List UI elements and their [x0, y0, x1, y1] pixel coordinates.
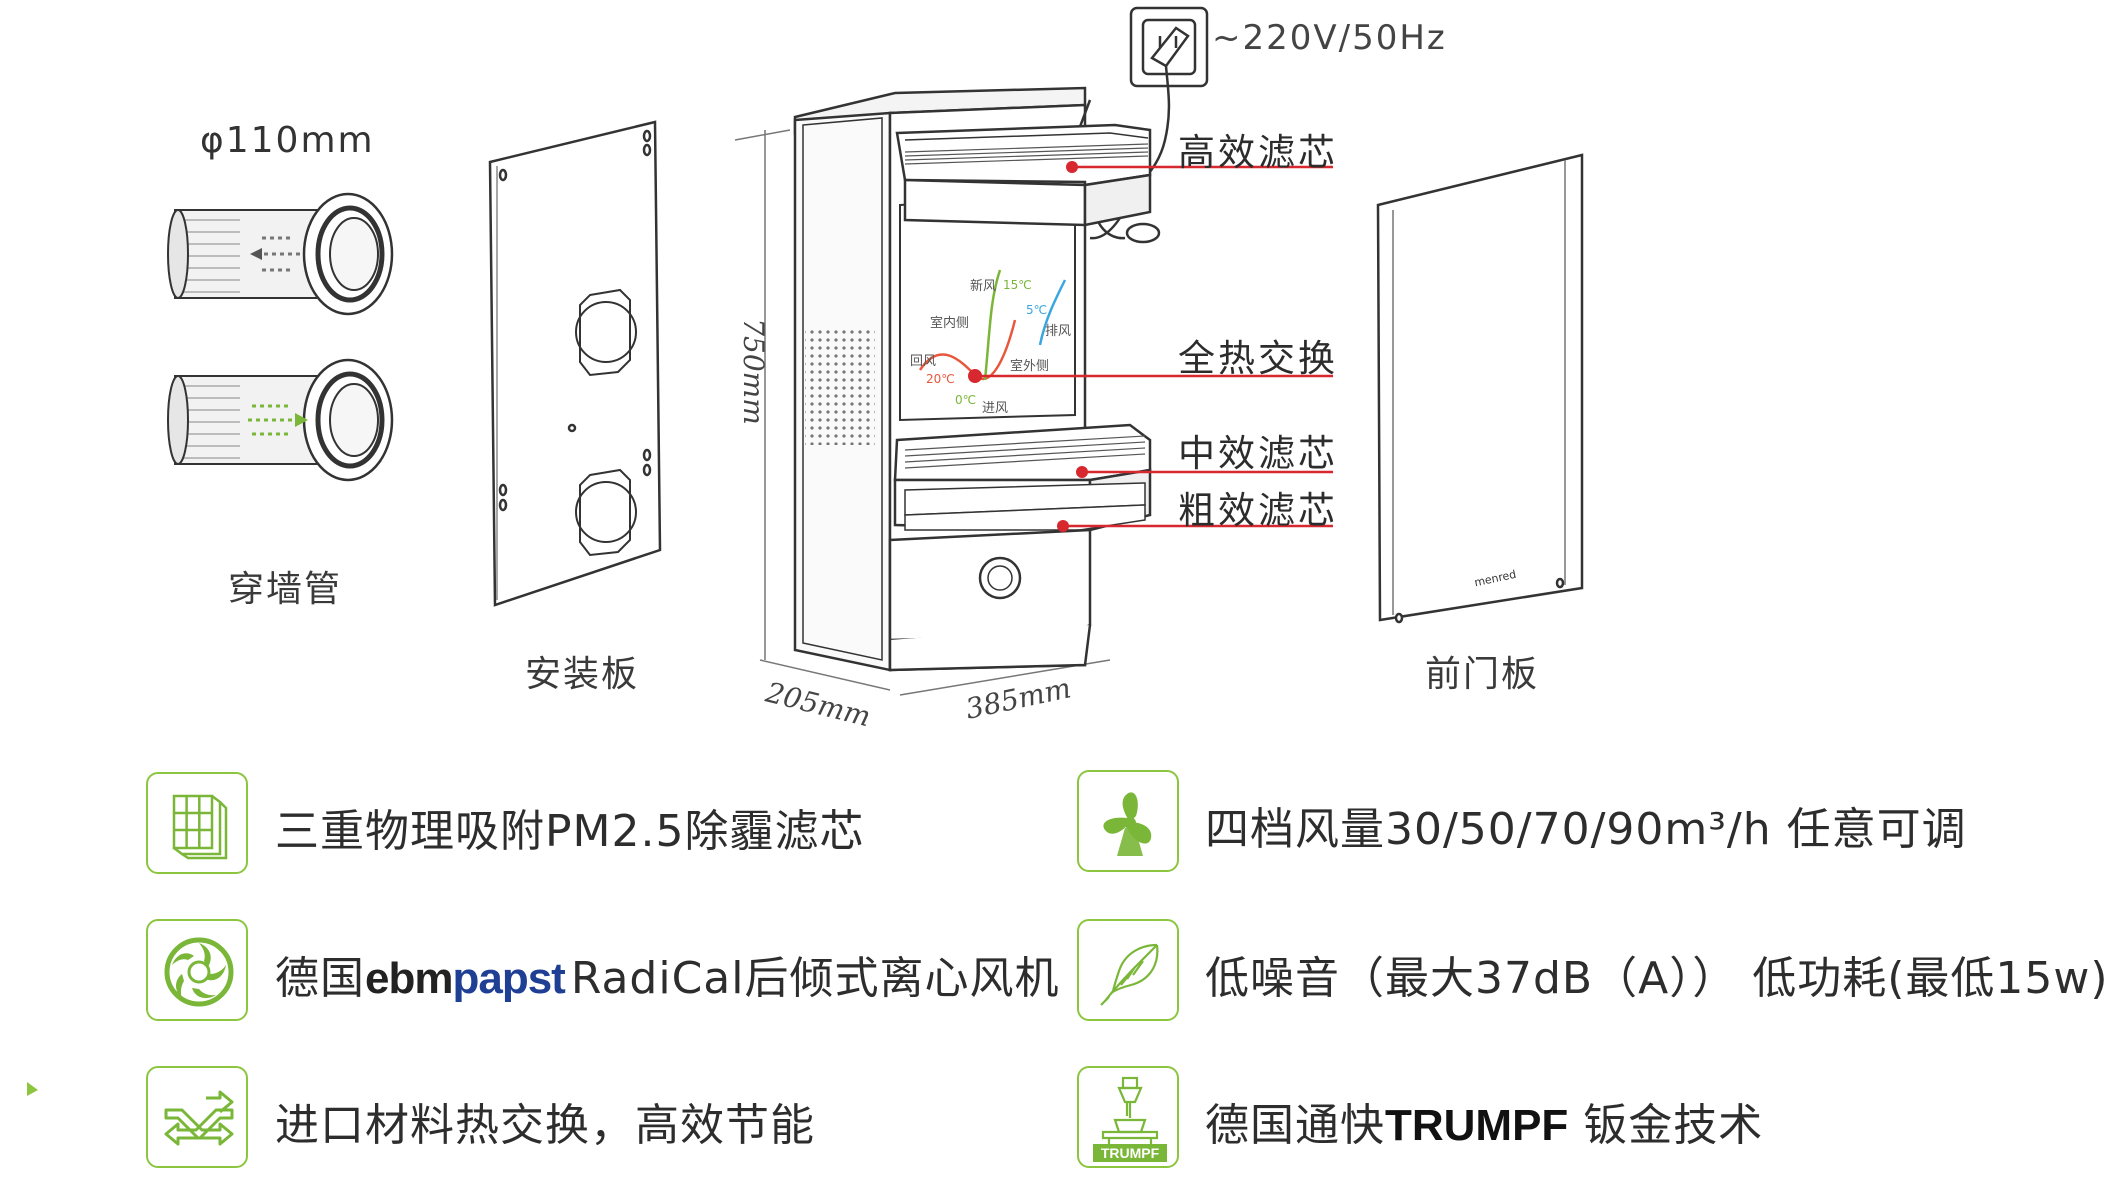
- temp-20: 20℃: [926, 372, 955, 386]
- feature-trumpf-suffix: 钣金技术: [1568, 1100, 1764, 1151]
- callout-dot: [1057, 520, 1069, 532]
- trumpf-icon-caption: TRUMPF: [1101, 1145, 1160, 1161]
- impeller-icon: [164, 937, 234, 1007]
- callout-heat-exchange: 全热交换: [1178, 337, 1338, 380]
- feather-feature-icon: [1077, 919, 1179, 1021]
- exchange-exhaust: 排风: [1045, 324, 1072, 339]
- green-marker: [27, 1082, 38, 1096]
- feature-fan-suffix: RadiCal后倾式离心风机: [570, 953, 1060, 1004]
- temp-15: 15℃: [1003, 278, 1032, 292]
- power-label: ~220V/50Hz: [1212, 18, 1447, 58]
- fan-icon: [1103, 792, 1152, 856]
- feature-trumpf-prefix: 德国通快: [1205, 1100, 1385, 1151]
- feather-icon: [1100, 943, 1159, 1006]
- pipe-diameter: φ110mm: [200, 120, 375, 161]
- exchange-arrows-icon: [164, 1090, 234, 1146]
- wall-pipe-green: [167, 358, 394, 482]
- exchange-intake: 进风: [982, 401, 1009, 416]
- laser-cutter-icon: TRUMPF: [1093, 1076, 1167, 1162]
- feature-exchange-text: 进口材料热交换，高效节能: [275, 1100, 815, 1151]
- trumpf-feature-icon: TRUMPF: [1077, 1066, 1179, 1168]
- trumpf-logo: TRUMPF: [1385, 1101, 1569, 1150]
- temp-0: 0℃: [955, 393, 977, 407]
- wall-pipe-blue: [167, 192, 394, 316]
- filter-icon: [172, 794, 228, 860]
- impeller-feature-icon: [146, 919, 248, 1021]
- mount-plate-label: 安装板: [525, 654, 640, 695]
- callout-coarse-filter: 粗效滤芯: [1178, 489, 1338, 532]
- callout-hepa-filter: 高效滤芯: [1178, 131, 1338, 174]
- exchange-fresh: 新风: [970, 279, 997, 294]
- ebmpapst-logo: ebmpapst: [365, 954, 566, 1003]
- temp-5: 5℃: [1026, 303, 1048, 317]
- callout-lines: [975, 165, 1333, 528]
- feature-filter-text: 三重物理吸附PM2.5除霾滤芯: [275, 806, 865, 857]
- feature-fan-prefix: 德国: [275, 953, 365, 1004]
- exchange-feature-icon: [146, 1066, 248, 1168]
- ventilator-unit: [734, 86, 1152, 696]
- callout-dot: [1066, 161, 1078, 173]
- callout-medium-filter: 中效滤芯: [1178, 432, 1338, 475]
- feature-trumpf-text: 德国通快TRUMPF 钣金技术: [1205, 1089, 1763, 1153]
- feature-airflow-text: 四档风量30/50/70/90m³/h 任意可调: [1205, 804, 1967, 855]
- front-door: [1376, 153, 1584, 624]
- filter-feature-icon: [146, 772, 248, 874]
- exchange-return: 回风: [910, 354, 937, 369]
- front-door-label: 前门板: [1425, 654, 1540, 695]
- fan-feature-icon: [1077, 770, 1179, 872]
- pipe-label: 穿墙管: [228, 569, 343, 610]
- exchange-indoor: 室内侧: [930, 316, 970, 331]
- height-dimension: 750mm: [736, 318, 770, 425]
- exchange-outdoor: 室外侧: [1010, 359, 1050, 374]
- feature-noise-text: 低噪音（最大37dB（A）） 低功耗(最低15w): [1205, 953, 2109, 1004]
- callout-dot: [1076, 466, 1088, 478]
- mount-plate: [488, 120, 662, 607]
